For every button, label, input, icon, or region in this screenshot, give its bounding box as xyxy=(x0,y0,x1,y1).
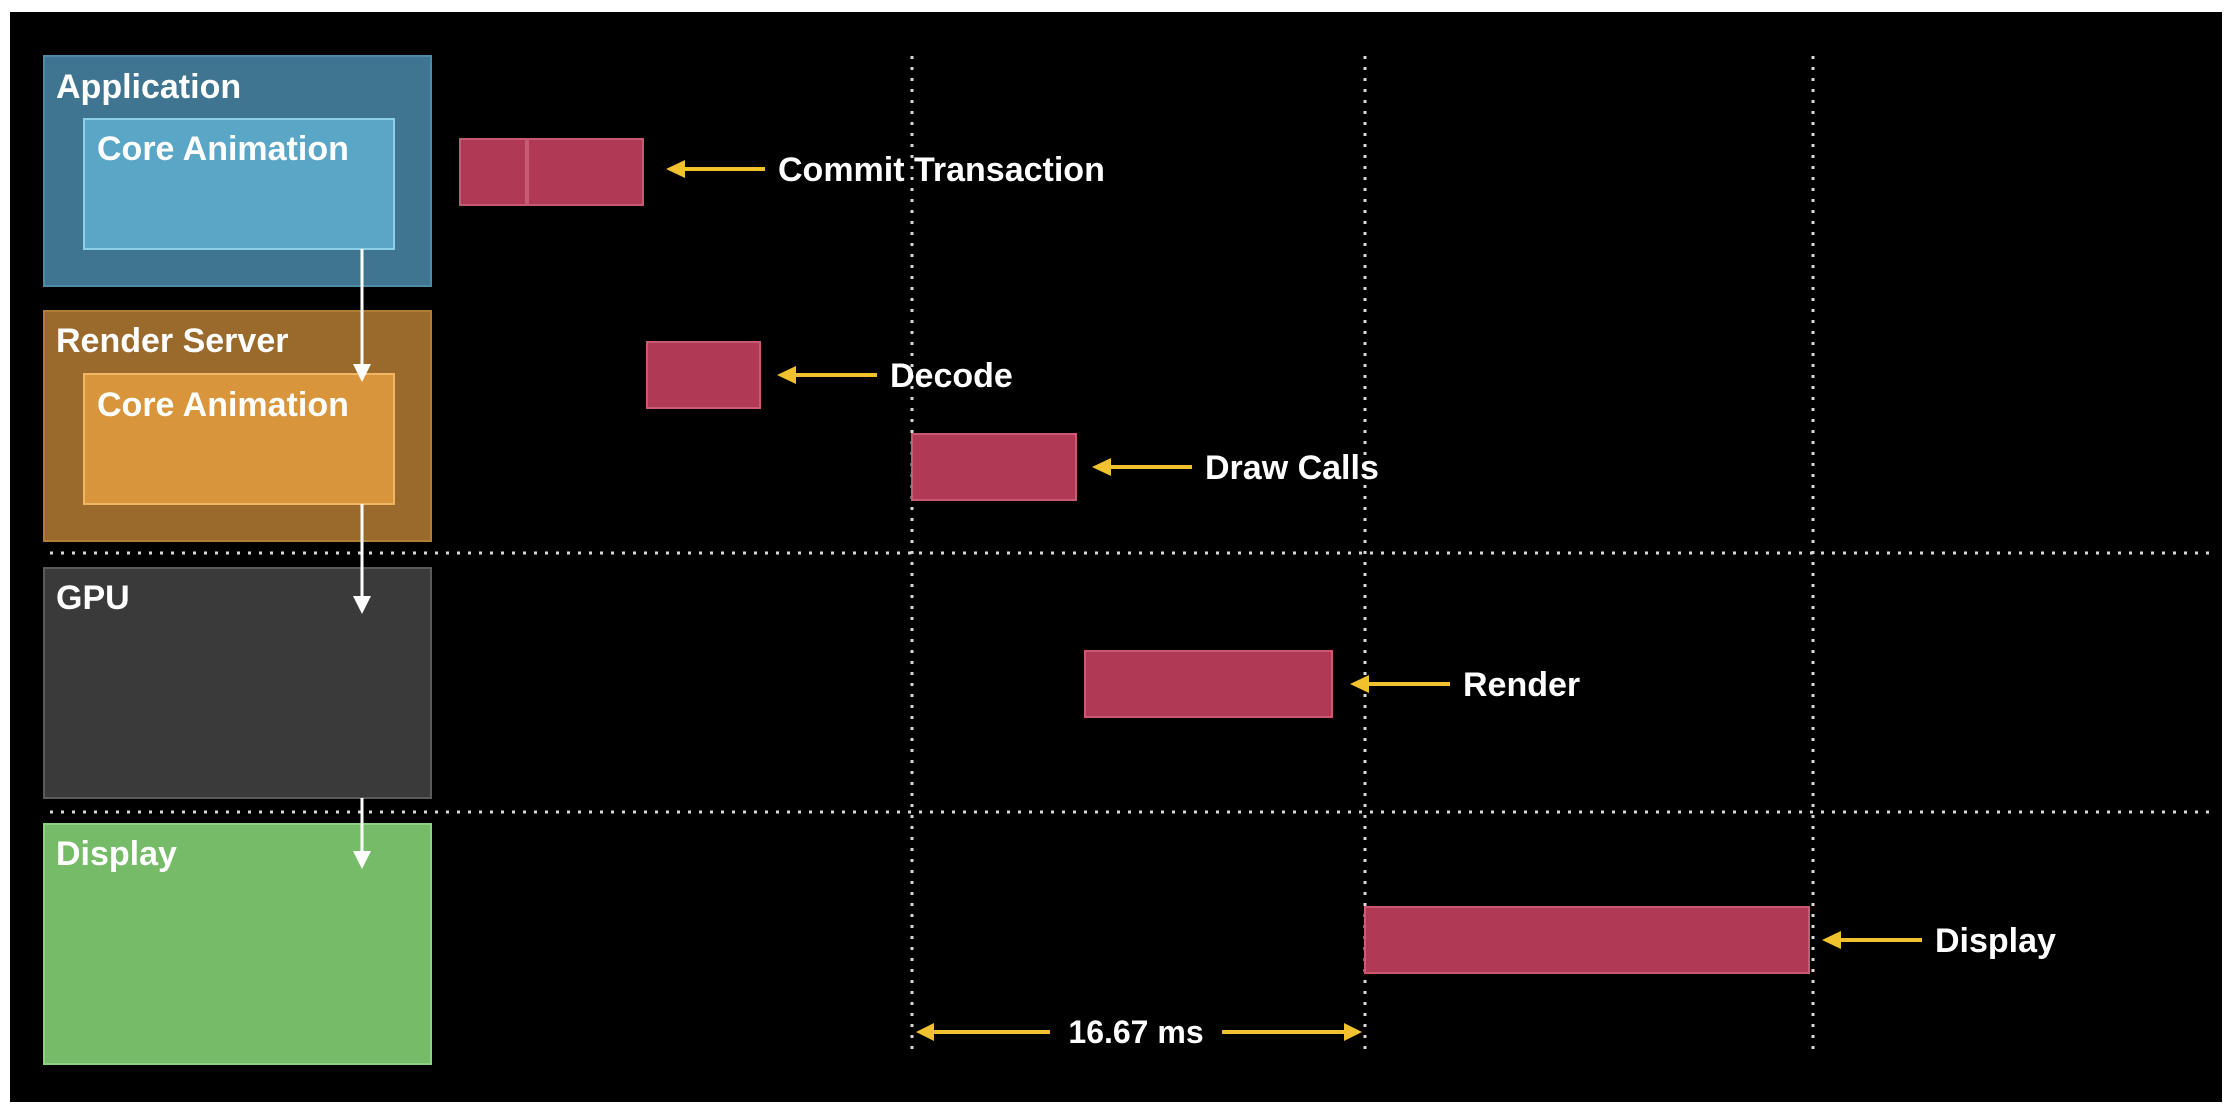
flow-arrow-gpu-to-display xyxy=(353,798,371,869)
draw-calls-bar xyxy=(911,433,1077,501)
decode-callout: Decode xyxy=(777,357,1013,395)
draw-calls-label: Draw Calls xyxy=(1205,449,1379,487)
decode-label: Decode xyxy=(890,357,1013,395)
display-arrow-head xyxy=(1822,931,1841,949)
frame-duration-dimension: 16.67 ms xyxy=(916,1014,1362,1050)
pipeline-diagram: Application Core Animation Render Server… xyxy=(43,55,2210,1065)
draw-calls-arrow-head xyxy=(1092,458,1111,476)
render-server-core-animation-label: Core Animation xyxy=(97,386,349,424)
render-server-core-animation-box xyxy=(83,373,395,505)
application-core-animation-label: Core Animation xyxy=(97,130,349,168)
display-box xyxy=(43,823,432,1065)
gpu-title: GPU xyxy=(56,579,130,617)
slide: Application Core Animation Render Server… xyxy=(10,12,2222,1102)
flow-arrow-render-to-gpu xyxy=(353,504,371,614)
stage-gpu: GPU xyxy=(43,567,432,799)
decode-bar xyxy=(646,341,761,409)
render-arrow-head xyxy=(1350,675,1369,693)
commit-transaction-bar-2 xyxy=(527,138,644,206)
flow-arrow-application-to-render xyxy=(353,249,371,382)
display-label: Display xyxy=(1935,922,2056,960)
render-callout: Render xyxy=(1350,666,1580,704)
commit-transaction-callout: Commit Transaction xyxy=(666,151,1105,189)
display-title: Display xyxy=(56,835,177,873)
gpu-box xyxy=(43,567,432,799)
commit-transaction-label: Commit Transaction xyxy=(778,151,1105,189)
application-title: Application xyxy=(56,68,241,106)
render-bar xyxy=(1084,650,1333,718)
duration-arrow-right-head xyxy=(1344,1023,1362,1041)
stage-application: Application Core Animation xyxy=(43,55,432,287)
display-callout: Display xyxy=(1822,922,2056,960)
render-server-title: Render Server xyxy=(56,322,288,360)
application-core-animation-box xyxy=(83,118,395,250)
stage-display: Display xyxy=(43,823,432,1065)
commit-transaction-bar-1 xyxy=(459,138,527,206)
duration-arrow-left-head xyxy=(916,1023,934,1041)
render-label: Render xyxy=(1463,666,1580,704)
draw-calls-callout: Draw Calls xyxy=(1092,449,1379,487)
decode-arrow-head xyxy=(777,366,796,384)
frame-duration-label: 16.67 ms xyxy=(1068,1014,1203,1050)
commit-arrow-head xyxy=(666,160,685,178)
display-bar xyxy=(1364,906,1810,974)
stage-render-server: Render Server Core Animation xyxy=(43,310,432,542)
